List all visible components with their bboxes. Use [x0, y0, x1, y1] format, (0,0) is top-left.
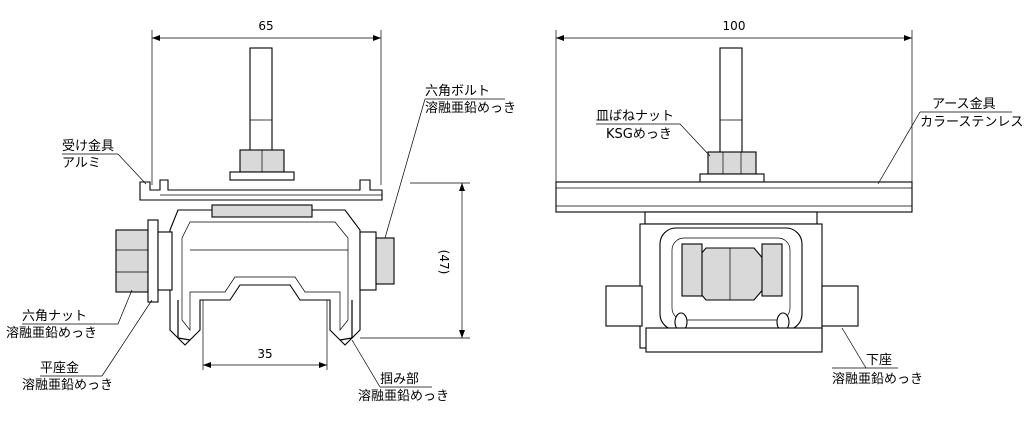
label-earth-2: カラーステンレス — [920, 115, 1023, 130]
leader-hex-bolt — [384, 98, 426, 239]
left-grip-hook — [177, 300, 191, 341]
right-view: 100 皿ばねナット KSGめっき アース金具 — [555, 19, 1023, 387]
lower-seat-right — [821, 285, 859, 327]
label-receiver-1: 受け金具 — [62, 138, 114, 154]
label-grip-1: 掴み部 — [380, 372, 419, 387]
side-spacer — [157, 231, 173, 291]
receiver-plate-right — [555, 181, 913, 213]
lower-base — [645, 327, 823, 353]
left-view: 65 35 — [6, 19, 516, 404]
clamp-inner — [181, 221, 349, 331]
leader-spring-nut — [679, 123, 711, 157]
leader-washer — [101, 299, 153, 377]
label-washer-1: 平座金 — [40, 360, 79, 376]
label-receiver-2: アルミ — [62, 156, 101, 171]
leader-lower-seat — [841, 327, 867, 369]
leader-earth — [877, 111, 921, 185]
dim-label-100: 100 — [723, 19, 746, 33]
label-hex-nut-2: 溶融亜鉛めっき — [6, 326, 97, 341]
inner-block — [211, 204, 313, 218]
receiver-plate — [139, 179, 383, 201]
label-hex-bolt-1: 六角ボルト — [425, 84, 490, 99]
clamp-top-right — [644, 211, 818, 225]
spring-washer — [699, 173, 765, 183]
dim-label-35: 35 — [257, 347, 272, 361]
spring-nut — [707, 151, 757, 175]
leader-receiver — [117, 153, 147, 185]
label-spring-nut-2: KSGめっき — [606, 127, 672, 142]
bolt-shaft-right — [719, 47, 743, 154]
lower-seat-left — [605, 285, 643, 327]
leader-hex-nut — [117, 289, 133, 325]
window-block-left — [681, 243, 703, 297]
dim-label-47: (47) — [437, 250, 451, 275]
clamp-window-inner — [671, 237, 791, 321]
side-hex-nut — [115, 229, 149, 293]
label-hex-bolt-2: 溶融亜鉛めっき — [425, 101, 516, 116]
window-block-right — [761, 243, 783, 297]
label-lower-seat-1: 下座 — [866, 353, 892, 368]
bolt-shaft — [249, 47, 273, 154]
right-bolt-tip — [375, 237, 395, 285]
leader-grip — [351, 339, 381, 388]
label-earth-1: アース金具 — [932, 96, 996, 112]
right-bolt-end — [359, 231, 377, 291]
label-grip-2: 溶融亜鉛めっき — [358, 389, 449, 404]
right-grip-hook — [339, 300, 353, 341]
label-hex-nut-1: 六角ナット — [22, 309, 87, 324]
dim-label-65: 65 — [258, 19, 273, 33]
flat-washer — [147, 219, 159, 303]
label-spring-nut-1: 皿ばねナット — [596, 109, 674, 124]
label-lower-seat-2: 溶融亜鉛めっき — [832, 372, 923, 387]
washer — [229, 171, 295, 181]
label-washer-2: 溶融亜鉛めっき — [22, 378, 113, 393]
clamp-body — [169, 209, 361, 346]
